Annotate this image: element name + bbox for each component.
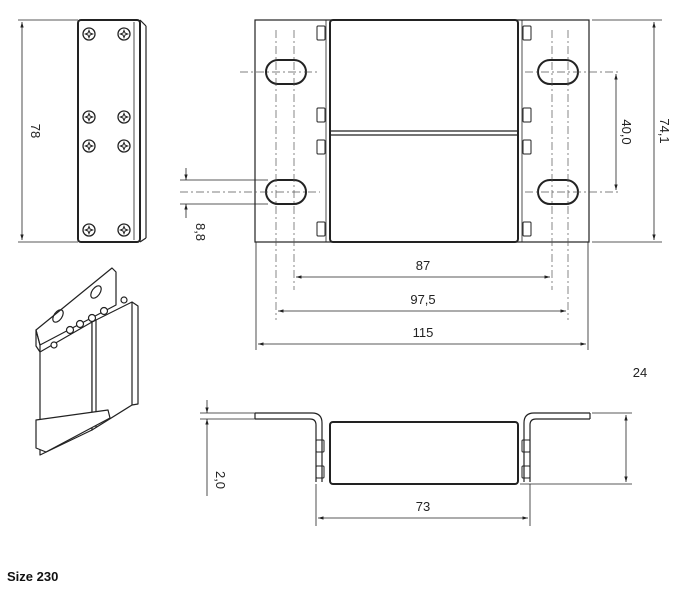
technical-drawing: 78 — [18, 19, 672, 526]
screw-icon — [117, 110, 131, 124]
dim-label-115: 115 — [413, 325, 434, 340]
dim-label-24: 24 — [633, 365, 647, 380]
dim-label-97-5: 97,5 — [410, 292, 435, 307]
dimension-thickness — [200, 400, 255, 496]
bottom-view — [254, 412, 591, 485]
screw-icon — [82, 110, 96, 124]
side-view — [77, 19, 147, 243]
dimension-height-24 — [520, 412, 632, 485]
size-caption: Size 230 — [7, 569, 59, 584]
screw-icon — [117, 27, 131, 41]
center-lines — [180, 30, 620, 320]
dim-label-73: 73 — [416, 499, 430, 514]
screw-icon — [117, 139, 131, 153]
screw-icon — [82, 27, 96, 41]
dim-label-87: 87 — [416, 258, 430, 273]
dim-label-slot-pitch: 40,0 — [619, 119, 634, 144]
dimension-width-73 — [315, 484, 531, 526]
dim-label-thickness: 2,0 — [213, 471, 228, 489]
dim-label-total-height: 74,1 — [657, 118, 672, 143]
dimension-horizontal-set — [255, 242, 589, 350]
front-view — [254, 19, 590, 243]
dim-label-side-height: 78 — [28, 124, 43, 138]
screw-icon — [117, 223, 131, 237]
dimension-slot-offset — [180, 168, 268, 218]
isometric-view — [35, 267, 139, 456]
dim-label-slot-offset: 8,8 — [193, 223, 208, 241]
screw-icon — [82, 223, 96, 237]
dimension-total-height — [592, 19, 662, 243]
screw-icon — [82, 139, 96, 153]
dimension-side-height — [18, 19, 78, 243]
